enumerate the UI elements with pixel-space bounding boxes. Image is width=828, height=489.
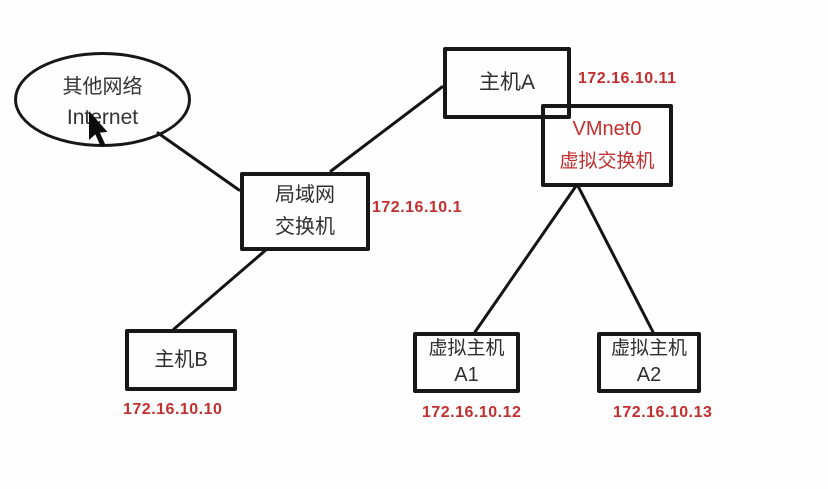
vm-a2-ip-label: 172.16.10.13	[613, 404, 713, 421]
edge-lan-switch-host-b	[172, 247, 269, 331]
host-a-node: 主机A	[443, 47, 571, 119]
edge-vmnet0-vm-a2	[576, 184, 655, 334]
vm-a2-label-1: 虚拟主机	[610, 338, 687, 360]
edge-vmnet0-vm-a1	[473, 184, 578, 334]
lan-switch-label-2: 交换机	[275, 216, 335, 238]
lan-switch-node: 局域网 交换机	[240, 172, 370, 251]
host-b-label: 主机B	[154, 348, 208, 371]
vmnet0-label: VMnet0	[572, 118, 642, 141]
host-b-node: 主机B	[125, 329, 237, 391]
vmnet0-sublabel: 虚拟交换机	[559, 151, 655, 173]
edge-internet-lan-switch	[156, 131, 241, 192]
virtual-host-a1-node: 虚拟主机 A1	[413, 332, 520, 393]
virtual-host-a2-node: 虚拟主机 A2	[597, 332, 701, 393]
vm-a1-label-2: A1	[454, 363, 479, 386]
lan-switch-ip-label: 172.16.10.1	[372, 199, 463, 216]
internet-cloud-node: 其他网络 Internet	[14, 52, 191, 147]
internet-label-en: Internet	[66, 105, 139, 129]
lan-switch-label-1: 局域网	[275, 184, 335, 206]
internet-label-cn: 其他网络	[62, 75, 143, 98]
edge-host-a-lan-switch	[329, 85, 444, 173]
host-a-label: 主机A	[478, 70, 535, 94]
vm-a1-label-1: 虚拟主机	[428, 338, 505, 360]
vm-a1-ip-label: 172.16.10.12	[422, 404, 522, 421]
vmnet0-virtual-switch-node: VMnet0 虚拟交换机	[541, 104, 673, 187]
vm-a2-label-2: A2	[636, 363, 662, 386]
host-a-ip-label: 172.16.10.11	[578, 70, 677, 87]
host-b-ip-label: 172.16.10.10	[123, 401, 223, 418]
